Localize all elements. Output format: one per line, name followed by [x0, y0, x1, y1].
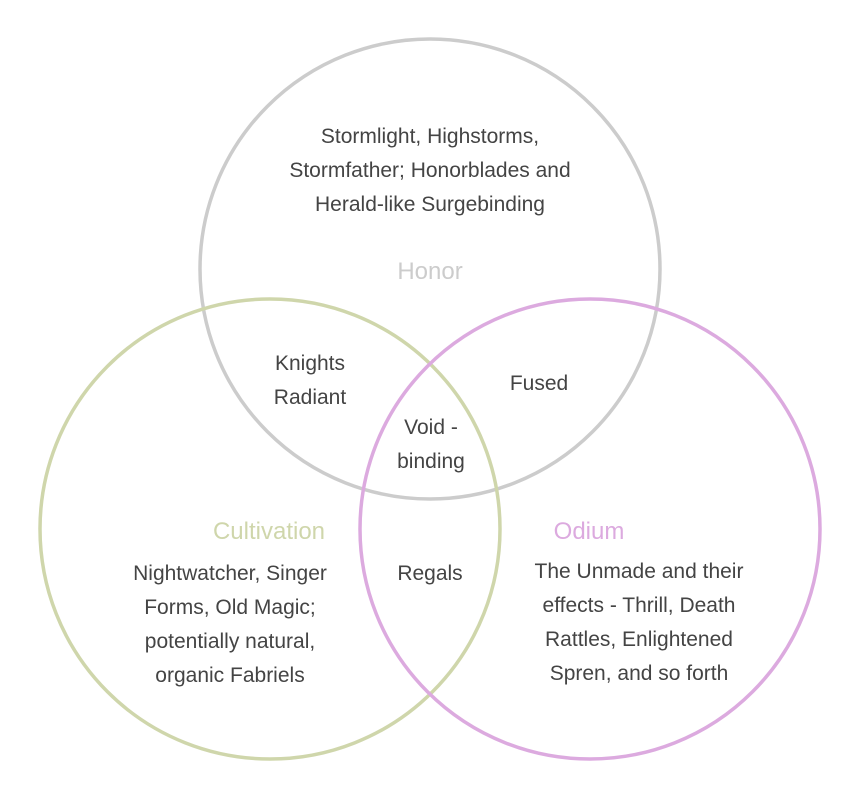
cultivation-odium-label: Regals: [397, 557, 462, 591]
odium-desc-line: effects - Thrill, Death: [542, 594, 736, 617]
honor-desc-line: Herald-like Surgebinding: [315, 193, 545, 216]
cultivation-desc-line: potentially natural,: [144, 630, 316, 653]
intersection-line: Fused: [509, 372, 569, 395]
circle-cultivation: [38, 297, 502, 761]
honor-desc-line: Stormfather; Honorblades and: [289, 159, 571, 182]
cultivation-desc-line: Forms, Old Magic;: [144, 596, 316, 619]
intersection-line: binding: [397, 450, 465, 473]
cultivation-title: Cultivation: [212, 518, 326, 545]
honor-description: Stormlight, Highstorms, Stormfather; Hon…: [289, 120, 570, 222]
odium-desc-line: Spren, and so forth: [549, 662, 729, 685]
honor-title: Honor: [397, 258, 463, 285]
honor-desc-line: Stormlight, Highstorms,: [320, 125, 540, 148]
honor-odium-label: Fused: [510, 367, 568, 401]
cultivation-desc-line: Nightwatcher, Singer: [133, 562, 327, 585]
center-label: Void - binding: [397, 411, 465, 479]
odium-title: Odium: [553, 518, 625, 545]
circle-odium: [358, 297, 822, 761]
odium-description: The Unmade and their effects - Thrill, D…: [535, 555, 744, 691]
odium-desc-line: The Unmade and their: [534, 560, 744, 583]
intersection-line: Regals: [397, 562, 463, 585]
intersection-line: Knights: [274, 352, 346, 375]
odium-desc-line: Rattles, Enlightened: [545, 628, 733, 651]
intersection-line: Radiant: [273, 386, 347, 409]
honor-cultivation-label: Knights Radiant: [274, 347, 346, 415]
cultivation-description: Nightwatcher, Singer Forms, Old Magic; p…: [133, 557, 327, 693]
cultivation-desc-line: organic Fabriels: [155, 664, 305, 687]
intersection-line: Void -: [404, 416, 458, 439]
circle-honor: [198, 37, 662, 501]
